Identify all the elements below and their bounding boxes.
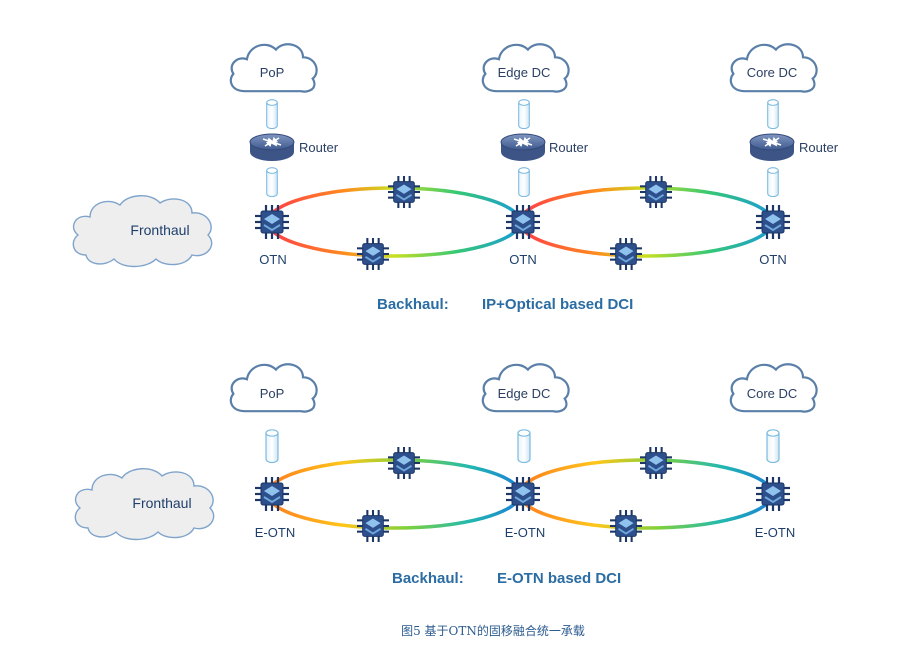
node-label: E-OTN (755, 525, 795, 540)
cloud-core-dc-label-bottom: Core DC (747, 386, 798, 401)
backhaul-title-top: IP+Optical based DCI (482, 296, 633, 313)
ring-chip-icon (640, 176, 672, 208)
cloud-edge-dc-label-bottom: Edge DC (498, 386, 551, 401)
cloud-pop-bottom: PoP (229, 363, 318, 413)
ring-chip-icon (388, 447, 420, 479)
cloud-pop-label-top: PoP (260, 65, 285, 80)
cloud-edge-dc-label-top: Edge DC (498, 65, 551, 80)
backhaul-title-bottom: E-OTN based DCI (497, 570, 621, 587)
fronthaul-label-bottom: Fronthaul (132, 495, 191, 511)
node-label: OTN (759, 252, 786, 267)
cloud-edge-dc-bottom: Edge DC (481, 363, 570, 413)
cylinder-icon (518, 99, 530, 129)
ring-chip-icon (357, 510, 389, 542)
router-label: Router (549, 140, 589, 155)
backhaul-label-bottom: Backhaul: (392, 570, 464, 587)
node-label: E-OTN (255, 525, 295, 540)
cloud-core-dc-bottom: Core DC (729, 363, 818, 413)
backhaul-label-top: Backhaul: (377, 296, 449, 313)
router-label: Router (299, 140, 339, 155)
cylinder-icon (517, 428, 531, 464)
bottom-diagram: Fronthaul PoP Edge DC Core DC E-OTN E-OT… (74, 363, 818, 587)
router-icon (500, 133, 546, 162)
router-icon (749, 133, 795, 162)
otn-chip-icon (255, 205, 289, 239)
cloud-core-dc-label-top: Core DC (747, 65, 798, 80)
router-icon (249, 133, 295, 162)
e-otn-chip-icon (255, 477, 289, 511)
cylinder-icon (767, 99, 779, 129)
fronthaul-cloud-top: Fronthaul (72, 195, 213, 268)
ring-chip-icon (388, 176, 420, 208)
router-label: Router (799, 140, 839, 155)
figure-caption: 图5 基于OTN的固移融合统一承载 (401, 623, 585, 638)
cylinder-icon (518, 167, 530, 197)
fronthaul-cloud-bottom: Fronthaul (74, 468, 215, 541)
cylinder-icon (266, 99, 278, 129)
fronthaul-label-top: Fronthaul (130, 222, 189, 238)
ring-chip-icon (610, 510, 642, 542)
cylinder-icon (767, 167, 779, 197)
ring-chip-icon (640, 447, 672, 479)
ring-chip-icon (357, 238, 389, 270)
node-label: OTN (509, 252, 536, 267)
node-label: OTN (259, 252, 286, 267)
cloud-core-dc-top: Core DC (729, 43, 818, 93)
cloud-pop-top: PoP (229, 43, 318, 93)
node-label: E-OTN (505, 525, 545, 540)
cloud-edge-dc-top: Edge DC (481, 43, 570, 93)
cylinder-icon (266, 167, 278, 197)
cylinder-icon (265, 428, 279, 464)
cloud-pop-label-bottom: PoP (260, 386, 285, 401)
ring-chip-icon (610, 238, 642, 270)
cylinder-icon (766, 428, 780, 464)
top-diagram: Fronthaul PoP Edge DC Core DC Router Rou… (72, 43, 839, 313)
